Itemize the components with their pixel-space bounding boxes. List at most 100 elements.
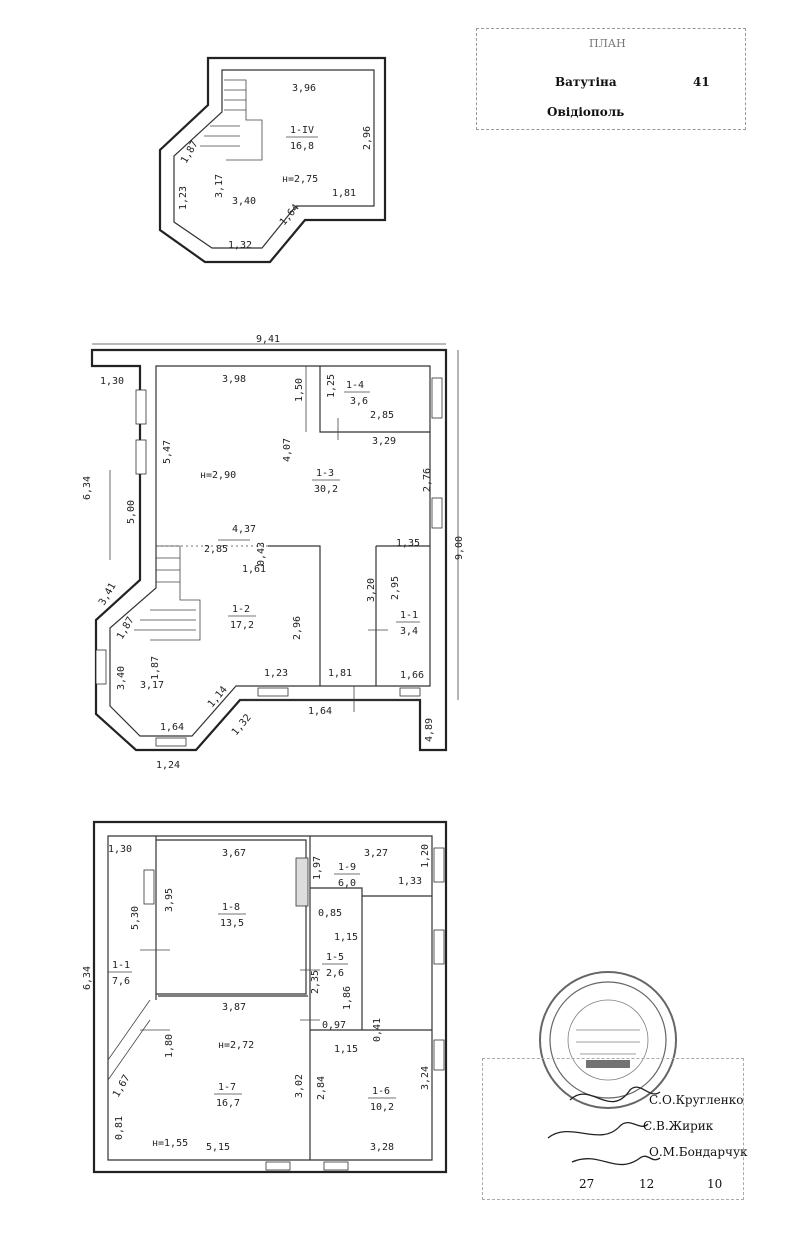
- attic-floor-plan: 3,96 1-IV 16,8 н=2,75 2,96 1,81 1,64 1,3…: [158, 56, 387, 264]
- sf-dim-overall-width: 9,41: [256, 334, 280, 345]
- sf-dim-12: 0,43: [256, 542, 267, 566]
- attic-dim-step: 1,81: [332, 188, 356, 199]
- sf-dim-19: 1,87: [115, 615, 137, 641]
- sf-dim-20: 1,87: [150, 656, 161, 680]
- gf-room-1-9-id: 1-9: [338, 862, 356, 873]
- sf-room-1-3-id: 1-3: [316, 468, 334, 479]
- sf-dim-31: 1,24: [156, 760, 180, 771]
- gf-dim-4: 1,20: [420, 844, 431, 868]
- attic-dim-right: 2,96: [362, 126, 373, 150]
- round-seal-stamp: [539, 971, 677, 1109]
- gf-dim-16: 1,80: [164, 1034, 175, 1058]
- sf-dim-10: 4,37: [232, 524, 256, 535]
- sf-dim-7: 2,76: [422, 468, 433, 492]
- plan-title: ПЛАН: [589, 37, 626, 50]
- street-name: Ватутіна: [555, 75, 617, 89]
- gf-dim-18: 2,84: [316, 1076, 327, 1100]
- handwritten-signatures: [547, 1086, 661, 1166]
- gf-room-1-7-area: 16,7: [216, 1098, 240, 1109]
- second-floor-plan: 9,41 6,34 9,00 н=2,90 1-4 3,6 1-3 30,2 1…: [82, 334, 465, 771]
- sf-room-1-4-id: 1-4: [346, 380, 364, 391]
- gf-dim-15: 1,15: [334, 1044, 358, 1055]
- sf-height: н=2,90: [200, 470, 236, 481]
- sf-dim-overall-depth: 6,34: [82, 476, 93, 500]
- gf-dim-3: 3,27: [364, 848, 388, 859]
- gf-dim-13: 0,97: [322, 1020, 346, 1031]
- sf-dim-27: 1,64: [160, 722, 184, 733]
- sf-dim-2: 1,50: [294, 378, 305, 402]
- sf-room-1-2-id: 1-2: [232, 604, 250, 615]
- gf-dim-2: 1,97: [312, 856, 323, 880]
- sf-dim-0: 1,30: [100, 376, 124, 387]
- attic-dim-corner: 1,87: [179, 139, 201, 165]
- signatory-3: О.М.Бондарчук: [649, 1145, 748, 1159]
- gf-room-1-5-id: 1-5: [326, 952, 344, 963]
- sf-dim-17: 2,96: [292, 616, 303, 640]
- sf-dim-25: 1,66: [400, 670, 424, 681]
- sf-room-1-3-area: 30,2: [314, 484, 338, 495]
- sf-dim-9: 5,00: [126, 500, 137, 524]
- sf-dim-8: 5,47: [162, 440, 173, 464]
- sf-dim-11: 2,85: [204, 544, 228, 555]
- gf-room-1-1-id: 1-1: [112, 960, 130, 971]
- sf-dim-6: 4,07: [282, 438, 293, 462]
- sf-room-1-1-id: 1-1: [400, 610, 418, 621]
- sf-dim-22: 3,40: [116, 666, 127, 690]
- gf-room-1-6-id: 1-6: [372, 1086, 390, 1097]
- sf-dim-5: 3,29: [372, 436, 396, 447]
- gf-dim-12: 3,87: [222, 1002, 246, 1013]
- gf-dim-6: 3,95: [164, 888, 175, 912]
- sf-dim-3: 1,25: [326, 374, 337, 398]
- gf-dim-8: 0,85: [318, 908, 342, 919]
- gf-room-1-5-area: 2,6: [326, 968, 344, 979]
- gf-room-1-8-area: 13,5: [220, 918, 244, 929]
- gf-dim-9: 1,15: [334, 932, 358, 943]
- gf-dim-11: 1,86: [342, 986, 353, 1010]
- sf-dim-21: 3,17: [140, 680, 164, 691]
- gf-dim-7: 5,30: [130, 906, 141, 930]
- gf-dim-5: 1,33: [398, 876, 422, 887]
- gf-dim-overall-depth: 6,34: [82, 966, 93, 990]
- sf-dim-24: 1,81: [328, 668, 352, 679]
- attic-dim-bottom: 1,32: [228, 240, 252, 251]
- title-block: ПЛАН Ватутіна 41 Овідіополь: [476, 28, 746, 130]
- attic-room-area: 16,8: [290, 141, 314, 152]
- house-number: 41: [693, 75, 710, 89]
- sf-dim-15: 3,20: [366, 578, 377, 602]
- sf-room-1-4-area: 3,6: [350, 396, 368, 407]
- attic-dim-width: 3,40: [232, 196, 256, 207]
- date-month: 12: [639, 1177, 655, 1191]
- attic-stair: [200, 79, 263, 161]
- gf-dim-22: 5,15: [206, 1142, 230, 1153]
- town-name: Овідіополь: [547, 105, 625, 119]
- second-floor-stair: [134, 545, 201, 641]
- sf-dim-4: 2,85: [370, 410, 394, 421]
- gf-dim-1: 3,67: [222, 848, 246, 859]
- gf-dim-17: 3,02: [294, 1074, 305, 1098]
- gf-room-1-1-area: 7,6: [112, 976, 130, 987]
- gf-dim-19: 3,24: [420, 1066, 431, 1090]
- gf-dim-14: 0,41: [372, 1018, 383, 1042]
- sf-room-1-1-area: 3,4: [400, 626, 418, 637]
- gf-dim-10: 2,35: [310, 970, 321, 994]
- gf-room-1-8-id: 1-8: [222, 902, 240, 913]
- gf-height-2: н=1,55: [152, 1138, 188, 1149]
- attic-height: н=2,75: [282, 174, 318, 185]
- signature-block: С.О.Кругленко С.В.Жирик О.М.Бондарчук 27…: [482, 1058, 748, 1200]
- sf-dim-right-depth: 9,00: [454, 536, 465, 560]
- attic-dim-left: 1,23: [178, 186, 189, 210]
- sf-dim-13: 1,61: [242, 564, 266, 575]
- gf-room-1-6-area: 10,2: [370, 1102, 394, 1113]
- gf-room-1-7-id: 1-7: [218, 1082, 236, 1093]
- gf-height: н=2,72: [218, 1040, 254, 1051]
- signatory-2: С.В.Жирик: [643, 1119, 714, 1133]
- date-day: 27: [579, 1177, 595, 1191]
- gf-dim-0: 1,30: [108, 844, 132, 855]
- sf-dim-16: 2,95: [390, 576, 401, 600]
- signatory-1: С.О.Кругленко: [649, 1093, 744, 1107]
- sf-dim-14: 1,35: [396, 538, 420, 549]
- sf-dim-23: 1,23: [264, 668, 288, 679]
- sf-dim-30: 4,89: [424, 718, 435, 742]
- sf-room-1-2-area: 17,2: [230, 620, 254, 631]
